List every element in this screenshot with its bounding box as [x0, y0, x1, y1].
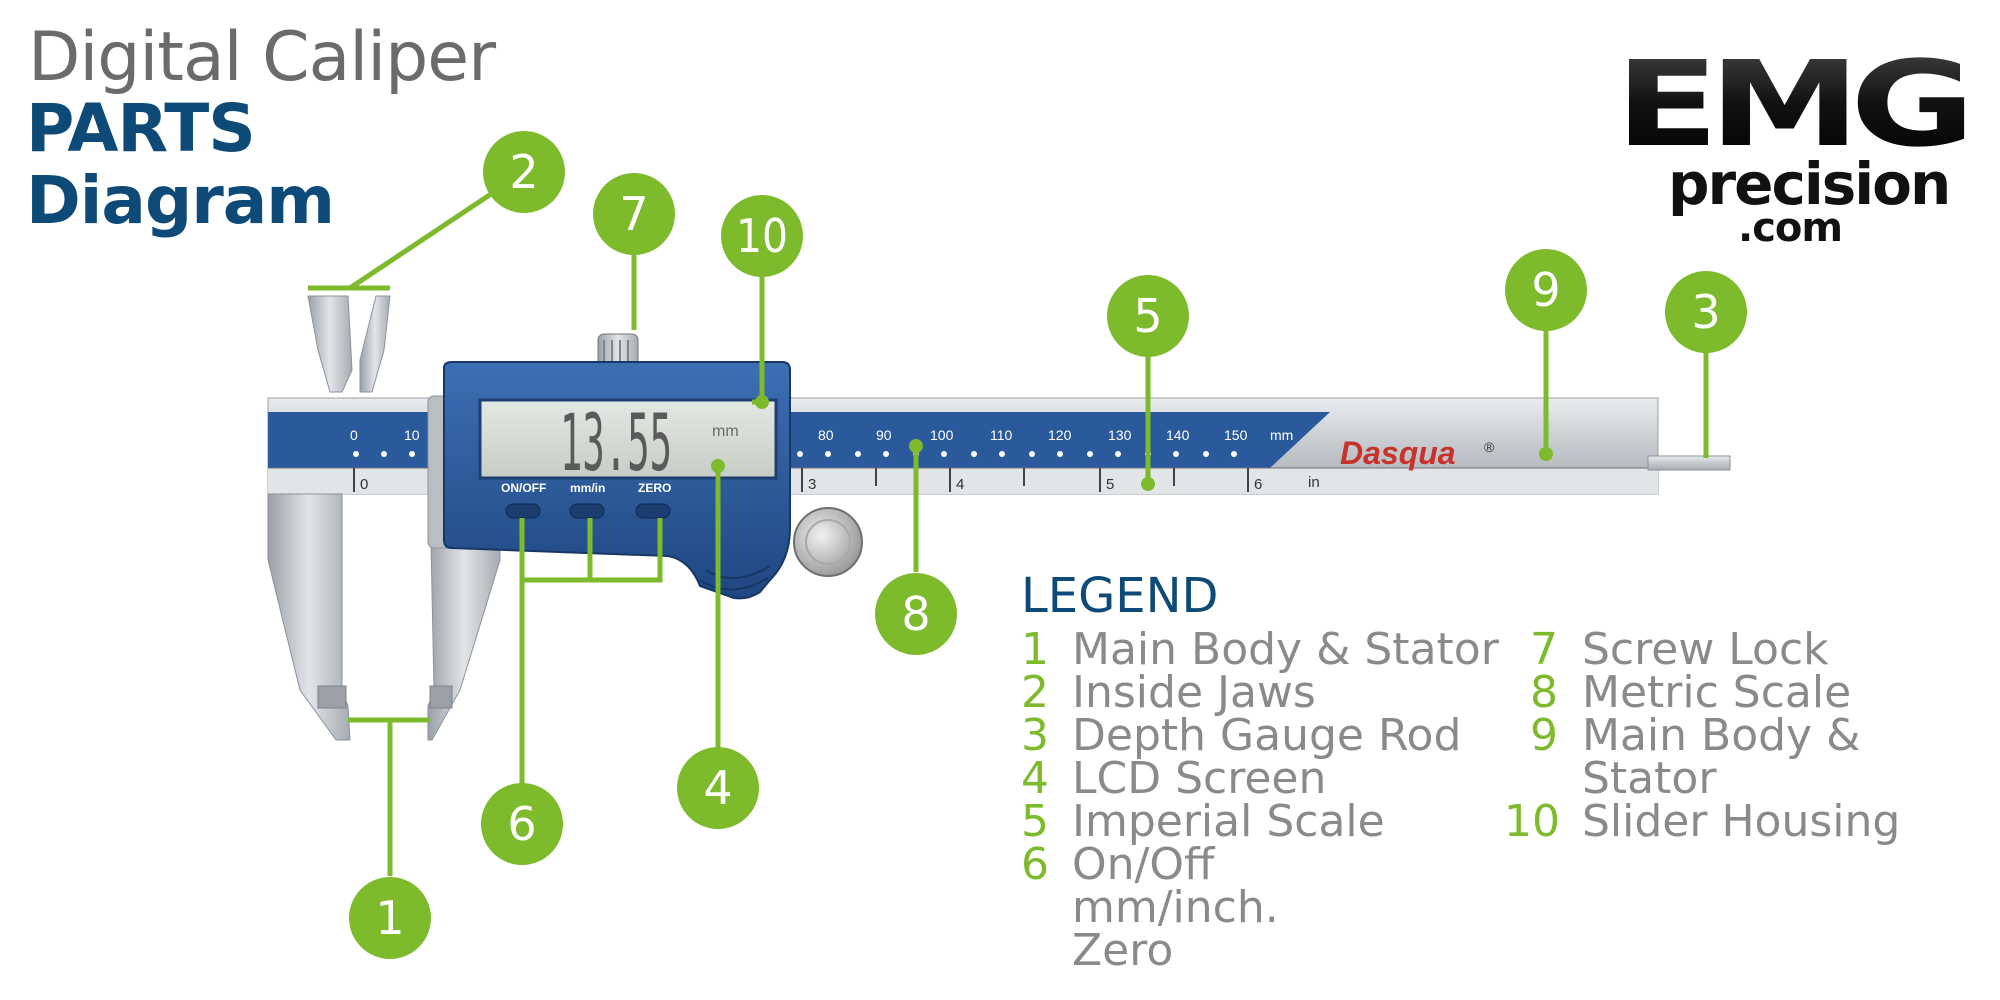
callout-5: 5	[1107, 275, 1189, 357]
lcd-screen	[478, 398, 778, 480]
callout-label-1: 1	[375, 891, 404, 945]
metric-label-150: 150	[1224, 427, 1248, 443]
lcd-reading: 13.55	[560, 399, 672, 489]
callout-label-3: 3	[1691, 285, 1720, 339]
legend-text-2: Inside Jaws	[1072, 667, 1316, 718]
legend-text-10: Slider Housing	[1582, 796, 1901, 847]
logo-line-2: .com	[1738, 205, 1843, 251]
callout-label-8: 8	[901, 587, 930, 641]
inside-jaw-fixed	[307, 295, 353, 393]
callout-label-9: 9	[1531, 263, 1560, 317]
callout-circle-5	[1107, 275, 1189, 357]
legend-num-1: 1	[1021, 624, 1049, 675]
title-line-2: PARTS	[26, 90, 256, 167]
callout-label-4: 4	[703, 761, 732, 815]
imperial-ticks	[353, 468, 1249, 492]
callout-circle-7	[593, 173, 675, 255]
callout-circle-3	[1665, 271, 1747, 353]
callout-10: 10	[721, 195, 803, 277]
callout-label-10: 10	[736, 209, 788, 263]
legend-text-6a: On/Off	[1072, 839, 1215, 890]
legend-text-6c: Zero	[1072, 925, 1174, 976]
legend-text-3: Depth Gauge Rod	[1072, 710, 1462, 761]
imperial-label-5: 5	[1106, 476, 1114, 493]
button-label-mmin: mm/in	[570, 481, 605, 495]
metric-label-130: 130	[1108, 427, 1132, 443]
callout-label-2: 2	[509, 145, 538, 199]
callout-label-7: 7	[619, 187, 648, 241]
legend-num-3: 3	[1021, 710, 1049, 761]
depth-rod	[1647, 455, 1731, 471]
imperial-label-3: 3	[808, 476, 816, 493]
callout-circle-2	[483, 131, 565, 213]
brand-registered-mark: ®	[1484, 439, 1495, 455]
title-line-1: Digital Caliper	[28, 18, 496, 97]
callout-dots	[711, 395, 1553, 491]
metric-label-80: 80	[818, 427, 834, 443]
callout-3: 3	[1665, 271, 1747, 353]
callout-8: 8	[875, 573, 957, 655]
title-line-3: Diagram	[26, 162, 335, 239]
logo-mark: EMG	[1615, 45, 1970, 165]
callout-circle-6	[481, 783, 563, 865]
legend-num-6: 6	[1021, 839, 1049, 890]
callout-circle-1	[349, 877, 431, 959]
imperial-unit-label: in	[1308, 474, 1320, 491]
metric-label-140: 140	[1166, 427, 1190, 443]
callout-1: 1	[349, 877, 431, 959]
callout-circle-4	[677, 747, 759, 829]
callout-7: 7	[593, 173, 675, 255]
button-label-onoff: ON/OFF	[501, 481, 546, 495]
legend-text-8: Metric Scale	[1582, 667, 1852, 718]
zero-button[interactable]	[635, 503, 671, 519]
imperial-label-0: 0	[360, 476, 368, 493]
logo-mark-text: EMG	[1615, 45, 1965, 165]
logo-line-1: precision	[1668, 150, 1951, 218]
metric-label-110: 110	[990, 427, 1013, 443]
button-label-zero: ZERO	[638, 481, 671, 495]
callout-4: 4	[677, 747, 759, 829]
legend-text-9b: Stator	[1582, 753, 1717, 804]
legend-text-5: Imperial Scale	[1072, 796, 1385, 847]
legend-num-7: 7	[1530, 624, 1558, 675]
callout-2: 2	[483, 131, 565, 213]
legend-num-8: 8	[1530, 667, 1558, 718]
legend-text-1: Main Body & Stator	[1072, 624, 1499, 675]
metric-label-100: 100	[930, 427, 954, 443]
legend-num-10: 10	[1504, 796, 1560, 847]
mm-in-button[interactable]	[569, 503, 605, 519]
callout-9: 9	[1505, 249, 1587, 331]
legend-num-5: 5	[1021, 796, 1049, 847]
thumb-wheel	[793, 507, 863, 577]
callout-circle-10	[721, 195, 803, 277]
callout-6: 6	[481, 783, 563, 865]
legend-text-4: LCD Screen	[1072, 753, 1327, 804]
callout-circle-8	[875, 573, 957, 655]
legend-text-9a: Main Body &	[1582, 710, 1861, 761]
legend-title: LEGEND	[1021, 568, 1219, 624]
legend-num-2: 2	[1021, 667, 1049, 718]
metric-label-0: 0	[350, 427, 358, 443]
legend-num-9: 9	[1530, 710, 1558, 761]
metric-label-90: 90	[876, 427, 892, 443]
metric-label-120: 120	[1048, 427, 1072, 443]
imperial-label-6: 6	[1254, 476, 1262, 493]
legend-text-7: Screw Lock	[1582, 624, 1829, 675]
callout-circle-9	[1505, 249, 1587, 331]
legend-text-6b: mm/inch.	[1072, 882, 1279, 933]
inside-jaw-sliding	[359, 295, 391, 393]
imperial-label-4: 4	[956, 476, 964, 493]
onoff-button[interactable]	[505, 503, 541, 519]
metric-unit-label: mm	[1270, 427, 1293, 443]
legend-num-4: 4	[1021, 753, 1049, 804]
outside-jaw-fixed	[267, 493, 351, 741]
metric-label-10: 10	[404, 427, 420, 443]
lcd-unit: mm	[712, 423, 739, 440]
callout-label-6: 6	[507, 797, 536, 851]
brand-name: Dasqua	[1340, 435, 1456, 471]
callout-label-5: 5	[1133, 289, 1162, 343]
